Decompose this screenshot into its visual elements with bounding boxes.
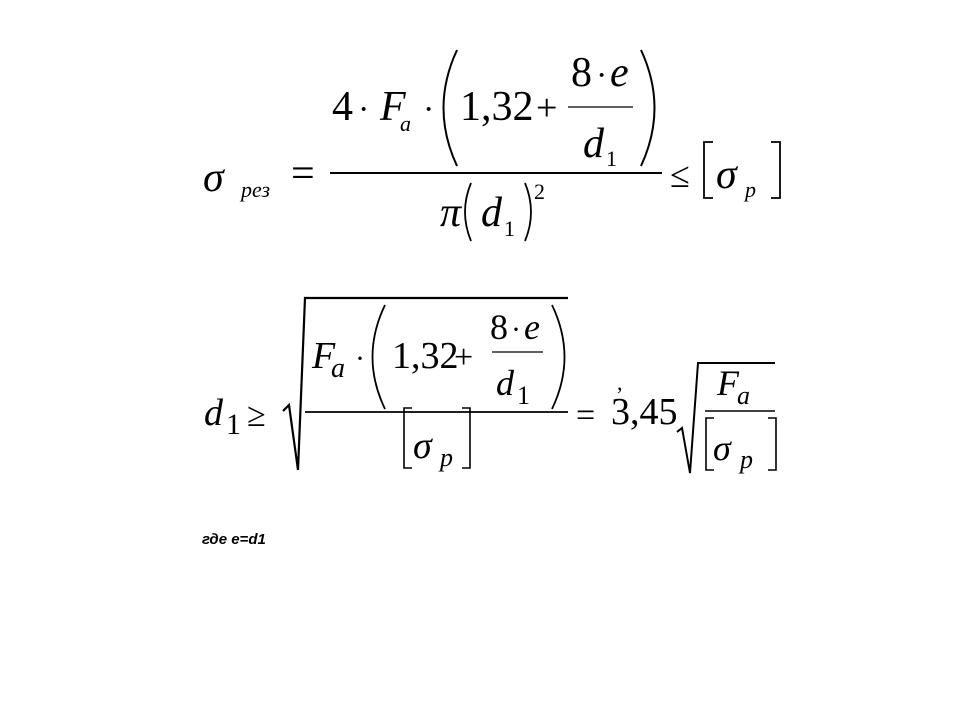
inner-denominator-d-2: d (496, 363, 515, 403)
force-F-3: F (716, 363, 740, 403)
geq-sign: ≥ (247, 397, 266, 434)
comma-mark: , (617, 370, 623, 395)
small-radical (676, 362, 775, 474)
dot-2: · (423, 91, 434, 128)
big-radical (282, 296, 568, 471)
power-2: 2 (534, 179, 545, 204)
eccentricity-e-2: e (524, 307, 540, 347)
sigma-rez-subscript: рез (239, 177, 270, 202)
coef-4: 4 (332, 84, 353, 130)
eccentricity-e: e (610, 50, 629, 96)
force-F: F (379, 84, 406, 130)
left-bracket-2 (403, 407, 412, 469)
right-paren-large (640, 49, 656, 167)
constant-1-32-2: 1,32 (392, 335, 459, 377)
dot-1: · (358, 91, 369, 128)
sigma-p-2: σ (413, 425, 433, 467)
inner-denominator-subscript-2: 1 (517, 381, 530, 410)
d1-lhs: d (204, 392, 224, 434)
force-subscript-a: a (400, 111, 411, 136)
note-text: где e=d1 (202, 531, 266, 548)
plus-sign: + (536, 87, 557, 129)
constant-1-32: 1,32 (460, 84, 534, 130)
inner-dot-2: · (511, 313, 521, 346)
denominator-d-subscript: 1 (504, 216, 515, 241)
equals-sign-2: = (576, 397, 595, 434)
plus-sign-2: + (454, 339, 473, 376)
sigma-p-3-subscript: p (738, 445, 753, 474)
right-paren-2 (551, 304, 566, 410)
left-paren-2 (371, 304, 386, 410)
sigma-p-3: σ (713, 428, 732, 468)
left-paren-small (464, 182, 472, 242)
leq-sign: ≤ (670, 155, 690, 195)
force-subscript-a-3: a (737, 381, 750, 410)
left-bracket (703, 141, 713, 199)
dot-3: · (355, 342, 365, 375)
inner-denominator-subscript: 1 (606, 146, 617, 171)
left-paren-large (442, 49, 458, 167)
inner-dot: · (596, 57, 607, 94)
pi-symbol: π (440, 190, 462, 236)
coef-3-45: 3,45 (611, 391, 678, 433)
inner-coef-8-2: 8 (490, 307, 508, 347)
sigma-p-2-subscript: p (438, 443, 453, 472)
equals-sign: = (291, 151, 315, 197)
sigma-rez: σ (203, 155, 226, 201)
sigma-p: σ (716, 152, 739, 198)
sigma-p-subscript: p (743, 177, 756, 202)
inner-coef-8: 8 (571, 50, 592, 96)
force-subscript-a-2: a (331, 353, 345, 384)
d1-lhs-subscript: 1 (226, 408, 241, 441)
left-bracket-3 (705, 417, 714, 471)
right-bracket-2 (462, 407, 471, 469)
right-paren-small (524, 182, 532, 242)
inner-denominator-d: d (583, 121, 605, 167)
right-bracket (771, 141, 781, 199)
denominator-d: d (481, 190, 503, 236)
right-bracket-3 (768, 417, 777, 471)
force-F-2: F (311, 335, 336, 377)
